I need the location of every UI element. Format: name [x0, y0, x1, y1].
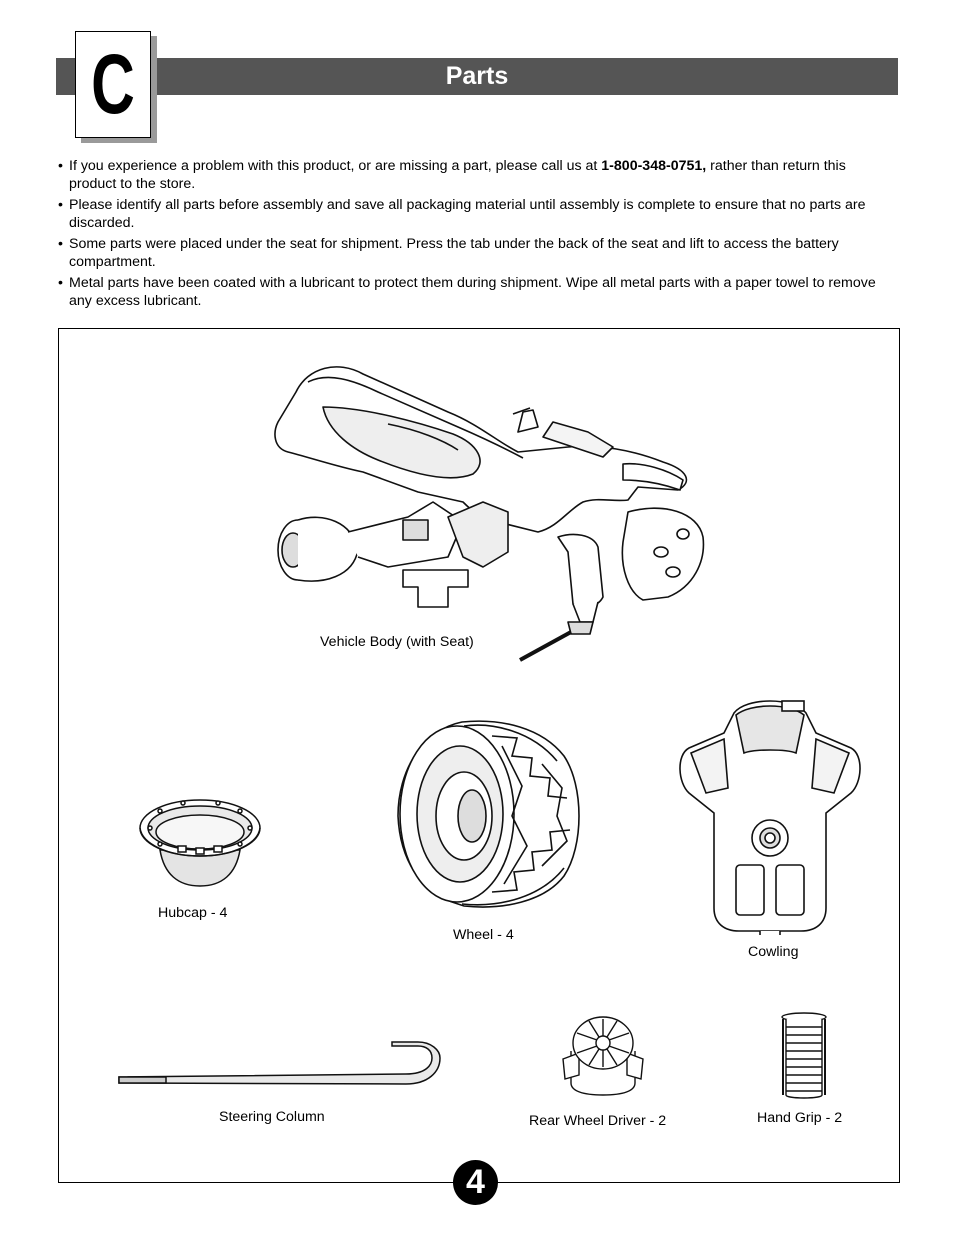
cowling-label: Cowling — [748, 944, 799, 960]
instruction-item: Metal parts have been coated with a lubr… — [58, 274, 894, 310]
steering-column-illustration — [118, 1041, 441, 1085]
phone-number: 1-800-348-0751, — [601, 158, 707, 174]
hand-grip-illustration — [781, 1012, 827, 1099]
section-letter: C — [91, 37, 135, 131]
rear-wheel-driver-illustration — [562, 1016, 644, 1096]
instruction-item: If you experience a problem with this pr… — [58, 157, 894, 193]
page-number: 4 — [453, 1160, 498, 1205]
wheel-illustration — [397, 720, 580, 908]
instruction-item: Some parts were placed under the seat fo… — [58, 235, 894, 271]
wheel-label: Wheel - 4 — [453, 927, 514, 943]
section-letter-box: C — [75, 31, 151, 138]
cowling-illustration — [679, 700, 861, 935]
section-header-bar: Parts — [56, 58, 898, 95]
rear-wheel-driver-label: Rear Wheel Driver - 2 — [529, 1113, 667, 1129]
hand-grip-label: Hand Grip - 2 — [757, 1110, 843, 1126]
hubcap-label: Hubcap - 4 — [158, 905, 228, 921]
section-title: Parts — [445, 62, 509, 90]
instructions-list: If you experience a problem with this pr… — [58, 157, 894, 313]
vehicle-body-label: Vehicle Body (with Seat) — [320, 634, 474, 650]
hubcap-illustration — [139, 799, 261, 887]
vehicle-body-illustration — [274, 366, 705, 662]
steering-column-label: Steering Column — [219, 1109, 325, 1125]
instruction-item: Please identify all parts before assembl… — [58, 196, 894, 232]
